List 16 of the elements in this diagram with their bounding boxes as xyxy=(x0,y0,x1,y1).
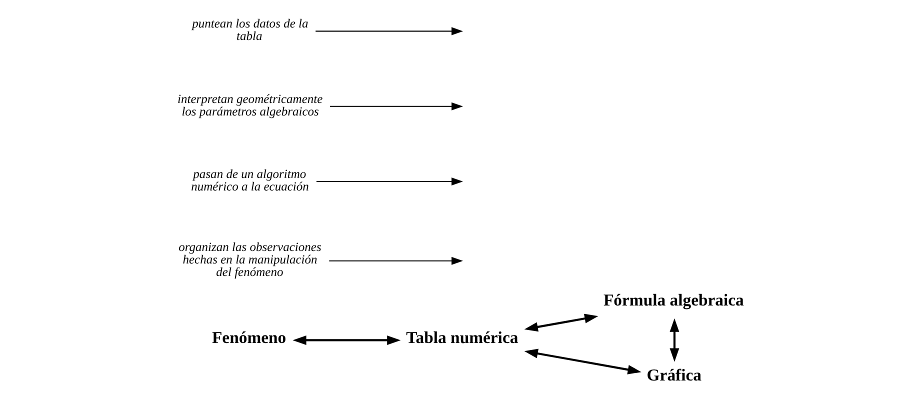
node-text: Fenómeno xyxy=(212,328,286,348)
node-text: puntean los datos de la tabla xyxy=(192,16,308,44)
arrow xyxy=(330,102,464,110)
arrow xyxy=(329,256,464,265)
node-text: Tabla numérica xyxy=(406,328,518,348)
arrow xyxy=(316,27,464,36)
node-text: Gráfica xyxy=(646,366,702,385)
node-text: pasan de un algoritmo numérico a la ecuación xyxy=(191,166,309,194)
node-text: Fórmula algebraica xyxy=(603,290,744,310)
arrow xyxy=(292,335,401,345)
node-text: organizan las observaciones hechas en la manipulación del fenómeno xyxy=(178,240,322,280)
node-text: interpretan geométricamente los parámetros algebraicos xyxy=(178,92,323,118)
arrow xyxy=(524,348,642,374)
arrow xyxy=(670,318,680,362)
arrow xyxy=(524,314,598,332)
arrow xyxy=(316,178,464,186)
